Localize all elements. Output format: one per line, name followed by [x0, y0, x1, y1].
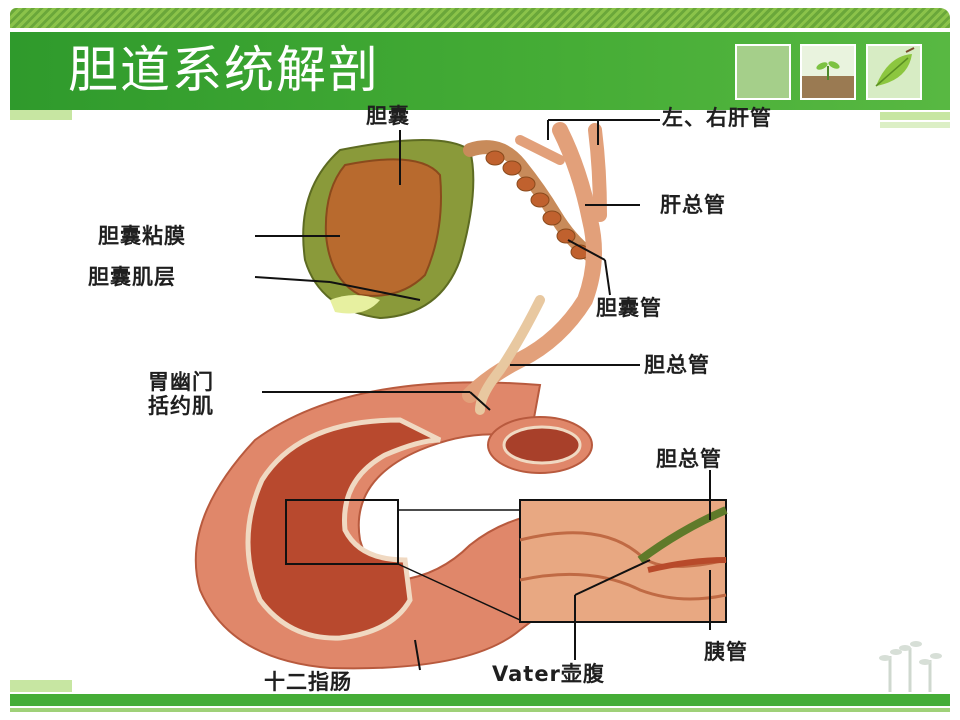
sprout-icon — [879, 641, 942, 692]
duodenum-lumen — [245, 417, 442, 641]
label-gb-muscle: 胆囊肌层 — [88, 265, 176, 289]
title-bar: 胆道系统解剖 — [10, 32, 950, 110]
deco-bar-left — [10, 110, 72, 120]
label-pancreatic-duct: 胰管 — [704, 640, 748, 664]
label-gallbladder: 胆囊 — [366, 104, 410, 128]
footer-line — [10, 708, 950, 712]
top-stripe — [10, 8, 950, 28]
label-common-hepatic-duct: 肝总管 — [660, 193, 726, 217]
green-square-icon — [735, 44, 791, 100]
leaf-photo-icon — [866, 44, 922, 100]
label-common-bile-duct: 胆总管 — [644, 353, 710, 377]
label-vater-ampulla: Vater壶腹 — [492, 662, 605, 686]
slide-title: 胆道系统解剖 — [68, 41, 380, 99]
sprout-photo-icon — [800, 44, 856, 100]
label-hepatic-ducts: 左、右肝管 — [662, 106, 772, 130]
footer-bar — [10, 694, 950, 706]
label-cystic-duct: 胆囊管 — [596, 296, 662, 320]
label-pyloric-2: 括约肌 — [148, 394, 214, 418]
deco-bar-right-2 — [880, 122, 950, 128]
label-gb-mucosa: 胆囊粘膜 — [98, 224, 186, 248]
deco-bar-right — [880, 112, 950, 120]
zoom-box — [285, 499, 399, 565]
common-bile-duct — [475, 295, 545, 415]
label-common-bile-duct-inset: 胆总管 — [656, 447, 722, 471]
deco-bar-bottom-left — [10, 680, 72, 692]
gallbladder-mucosa — [324, 158, 442, 297]
label-pyloric-1: 胃幽门 — [148, 370, 214, 394]
label-duodenum: 十二指肠 — [264, 670, 352, 694]
